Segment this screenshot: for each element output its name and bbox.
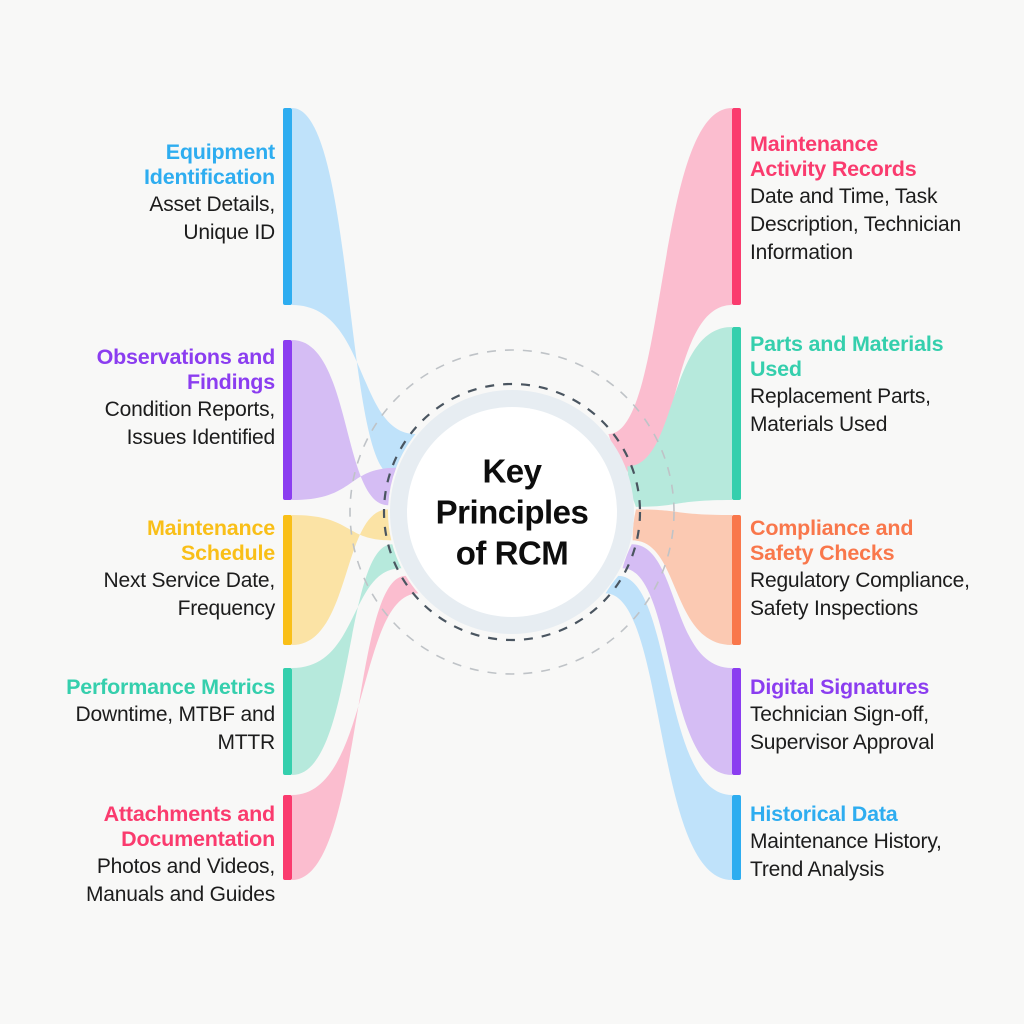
title-line-1: Compliance and <box>750 516 914 540</box>
description-line-1: Photos and Videos, <box>96 855 275 878</box>
right-label-description: Replacement Parts, Materials Used <box>750 383 1022 439</box>
left-label-title: Performance Metrics <box>10 675 275 700</box>
flow-endpoint-bar <box>732 668 741 775</box>
inner-dashed-ring <box>382 382 642 642</box>
description-line-2: Issues Identified <box>126 426 276 449</box>
title-line-2: Findings <box>187 370 275 394</box>
title-line-1: Maintenance <box>146 516 275 540</box>
flow-endpoint-bar <box>283 668 292 775</box>
description-line-2: Description, Technician <box>750 213 961 236</box>
flow-endpoint-bar <box>732 795 741 880</box>
description-line-3: Information <box>750 241 853 264</box>
flow-ribbon <box>292 340 397 506</box>
description-line-2: Frequency <box>177 597 276 620</box>
title-line-1: Observations and <box>96 345 276 369</box>
title-line-1: Equipment <box>165 140 275 164</box>
outer-dashed-ring <box>349 349 675 675</box>
title-line-2: Activity Records <box>750 157 917 181</box>
center-title-line-3: of RCM <box>455 534 569 572</box>
description-line-1: Technician Sign-off, <box>750 703 929 726</box>
description-line-1: Next Service Date, <box>103 569 276 592</box>
right-label-description: Technician Sign-off, Supervisor Approval <box>750 701 1022 757</box>
right-label-description: Regulatory Compliance, Safety Inspections <box>750 567 1022 623</box>
description-line-2: Trend Analysis <box>750 858 885 881</box>
center-hub <box>390 390 634 634</box>
flow-endpoint-bar <box>732 108 741 305</box>
description-line-2: Safety Inspections <box>750 597 918 620</box>
left-label-description: Asset Details, Unique ID <box>10 191 275 247</box>
title-line-1: Attachments and <box>103 802 276 826</box>
left-label-description: Condition Reports, Issues Identified <box>10 396 276 452</box>
left-label-description: Next Service Date, Frequency <box>10 567 276 623</box>
description-line-2: Unique ID <box>183 221 275 244</box>
description-line-1: Condition Reports, <box>104 398 276 421</box>
description-line-1: Regulatory Compliance, <box>750 569 970 592</box>
flow-ribbon <box>292 575 419 880</box>
flow-ribbon <box>292 509 392 645</box>
right-label-description: Maintenance History, Trend Analysis <box>750 828 1022 884</box>
flow-ribbon <box>292 108 416 476</box>
title-line-2: Identification <box>144 165 275 189</box>
description-line-1: Date and Time, Task <box>750 185 938 208</box>
flow-ribbon <box>605 575 732 880</box>
description-line-1: Maintenance History, <box>750 830 942 853</box>
center-title: Key Principles of RCM <box>397 451 627 574</box>
description-line-1: Asset Details, <box>149 193 275 216</box>
title-line-1: Digital Signatures <box>750 675 930 699</box>
right-label-title: Historical Data <box>750 802 1022 827</box>
title-line-1: Maintenance <box>750 132 879 156</box>
flow-ribbon <box>608 108 732 476</box>
right-label-title: Digital Signatures <box>750 675 1022 700</box>
center-title-line-1: Key <box>482 452 542 490</box>
flow-endpoint-bar <box>283 795 292 880</box>
description-line-2: Supervisor Approval <box>750 731 935 754</box>
description-line-1: Replacement Parts, <box>750 385 931 408</box>
flow-endpoint-bar <box>283 108 292 305</box>
title-line-2: Safety Checks <box>750 541 895 565</box>
flow-endpoint-bar <box>732 515 741 645</box>
center-title-line-2: Principles <box>435 493 589 531</box>
description-line-1: Downtime, MTBF and <box>75 703 276 726</box>
left-label-description: Photos and Videos, Manuals and Guides <box>10 853 275 909</box>
title-line-1: Performance Metrics <box>66 675 275 699</box>
center-circle <box>407 407 617 617</box>
flow-ribbon <box>292 544 402 775</box>
title-line-1: Historical Data <box>750 802 898 826</box>
flow-ribbon <box>622 544 732 775</box>
flow-ribbon <box>632 509 732 645</box>
dashed-rings <box>349 349 675 675</box>
description-line-2: Materials Used <box>750 413 888 436</box>
flow-ribbon <box>627 327 732 507</box>
title-line-2: Documentation <box>121 827 275 851</box>
flow-endpoint-bar <box>732 327 741 500</box>
ribbon-layer <box>283 108 741 880</box>
description-line-2: MTTR <box>217 731 275 754</box>
title-line-1: Parts and Materials <box>750 332 944 356</box>
description-line-2: Manuals and Guides <box>85 883 275 906</box>
flow-endpoint-bar <box>283 515 292 645</box>
title-line-2: Schedule <box>181 541 275 565</box>
flow-endpoint-bar <box>283 340 292 500</box>
title-line-2: Used <box>750 357 802 381</box>
